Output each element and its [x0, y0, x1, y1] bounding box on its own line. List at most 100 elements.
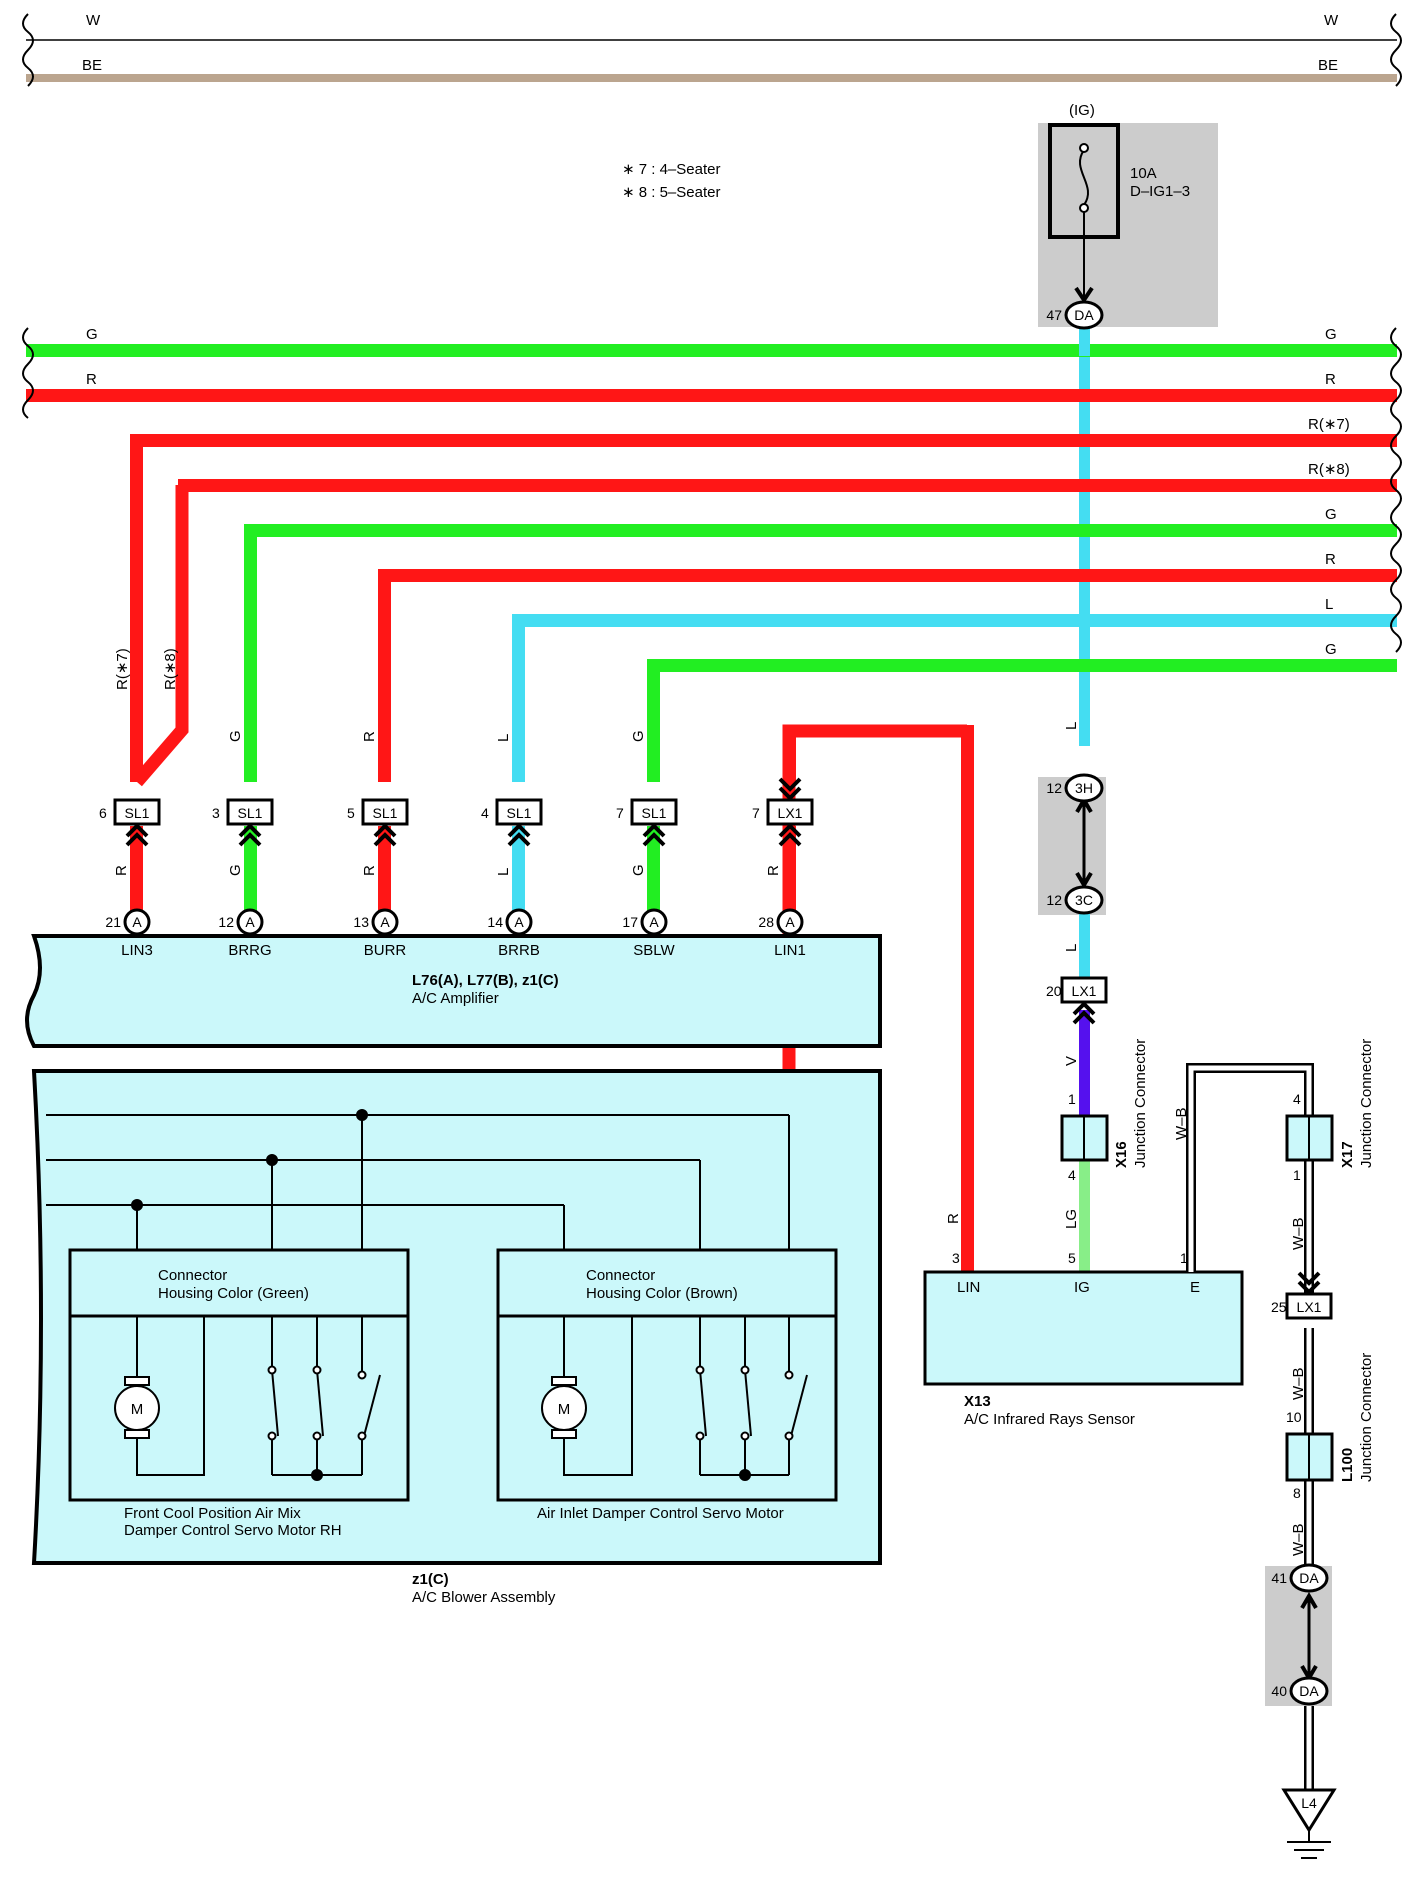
branch-brrg — [244, 524, 257, 922]
amp-pin-4: A14 — [487, 908, 533, 936]
branch-brrb — [512, 614, 525, 922]
amp-terminal-0: LIN3 — [121, 942, 153, 959]
x16-pin-bottom: 4 — [1068, 1167, 1076, 1183]
bus-g3-wire — [647, 659, 1397, 672]
label-r8: R(∗8) — [162, 648, 179, 690]
ac-blower-assembly: Connector Housing Color (Green) M — [31, 1069, 882, 1606]
connector-0-label: SL1 — [125, 805, 150, 821]
label-g3-upper: G — [630, 730, 647, 742]
ground-point-label: L4 — [1301, 1795, 1317, 1811]
fuse-amp: 10A — [1130, 165, 1157, 182]
bus-be-right-label: BE — [1318, 57, 1338, 74]
sensor-lin-wire-label: R — [945, 1213, 962, 1224]
fuse-da-connector: DA 47 — [1046, 300, 1104, 330]
servo-brown: Connector Housing Color (Brown) M — [496, 1248, 838, 1522]
ground-wb-label-3: W–B — [1290, 1367, 1307, 1400]
bus-r8-wire — [178, 479, 1397, 492]
note-5-seater: ∗ 8 : 5–Seater — [622, 184, 720, 201]
amp-pin-6-pin: 28 — [758, 914, 774, 930]
ac-amplifier: L76(A), L77(B), z1(C) A/C Amplifier — [25, 934, 882, 1048]
label-g-lower: G — [227, 864, 244, 876]
ig-upper-label: L — [1063, 722, 1080, 730]
bus-g-wire — [26, 344, 1397, 357]
ig-v-label: V — [1063, 1056, 1080, 1066]
note-4-seater: ∗ 7 : 4–Seater — [622, 161, 720, 178]
connector-4-label: SL1 — [507, 805, 532, 821]
amp-pin-0-label: A — [132, 914, 142, 930]
ground-wb-label-4: W–B — [1290, 1523, 1307, 1556]
amp-pin-3: A13 — [353, 908, 399, 936]
fuse-block: (IG) 10A D–IG1–3 — [1038, 102, 1218, 327]
amp-pin-2-label: A — [245, 914, 255, 930]
l100-pin-bottom: 8 — [1293, 1485, 1301, 1501]
l100-junction: 10 8 L100 Junction Connector — [1285, 1353, 1375, 1501]
label-g3-lower: G — [630, 864, 647, 876]
ig-lx1-connector-label: LX1 — [1072, 983, 1097, 999]
bus-r7-wire — [130, 434, 1397, 447]
bus-r2-label: R — [1325, 551, 1336, 568]
ground-da-top-connector-label: DA — [1299, 1570, 1319, 1586]
bus-g2-wire — [244, 524, 1397, 537]
amp-terminal-6: LIN1 — [774, 942, 806, 959]
motor-icon: M — [541, 1316, 633, 1476]
bus-g2-label: G — [1325, 506, 1337, 523]
amp-pin-5-label: A — [649, 914, 659, 930]
ig-lg-label: LG — [1063, 1209, 1080, 1229]
sensor-pin-lin: 3 — [952, 1250, 960, 1266]
servo-green-caption-1: Front Cool Position Air Mix — [124, 1505, 301, 1522]
amplifier-desc: A/C Amplifier — [412, 990, 499, 1007]
amp-terminal-4: BRRB — [498, 942, 540, 959]
amp-pin-3-label: A — [380, 914, 390, 930]
x16-name: X16 — [1113, 1141, 1130, 1168]
label-r-lower-1: R — [113, 865, 130, 876]
label-r-upper: R — [361, 731, 378, 742]
blower-desc: A/C Blower Assembly — [412, 1589, 556, 1606]
servo-green-header-1: Connector — [158, 1267, 227, 1284]
fuse-icon — [1078, 149, 1090, 206]
bus-g-left-label: G — [86, 326, 98, 343]
bus-g-right-label: G — [1325, 326, 1337, 343]
ig-wire-l-cross — [1079, 326, 1090, 356]
sensor-desc: A/C Infrared Rays Sensor — [964, 1411, 1135, 1428]
amp-terminal-3: BURR — [364, 942, 407, 959]
bus-be-left-label: BE — [82, 57, 102, 74]
branch-burr — [378, 569, 391, 922]
sensor-terminal-ig: IG — [1074, 1279, 1090, 1296]
sensor-pin-ig: 5 — [1068, 1250, 1076, 1266]
amp-pin-2: A12 — [218, 908, 264, 936]
ig-mid-label: L — [1063, 944, 1080, 952]
bus-w-left-label: W — [86, 12, 101, 29]
branch-lin3 — [130, 434, 189, 922]
x16-desc: Junction Connector — [1132, 1039, 1149, 1168]
bus-w-right-label: W — [1324, 12, 1339, 29]
label-l-lower: L — [495, 868, 512, 876]
label-g-upper: G — [227, 730, 244, 742]
fuse-header: (IG) — [1069, 102, 1095, 119]
amp-pin-4-label: A — [514, 914, 524, 930]
label-r7: R(∗7) — [114, 648, 131, 690]
motor-icon: M — [114, 1316, 205, 1476]
bus-r7-label: R(∗7) — [1308, 416, 1350, 433]
fuse-shade — [1038, 123, 1218, 327]
x17-desc: Junction Connector — [1358, 1039, 1375, 1168]
branch-labels: R(∗7) R(∗8) G R L G R G R L G R — [113, 648, 782, 876]
amp-pin-5: A17 — [622, 908, 668, 936]
bus-l-label: L — [1325, 596, 1333, 613]
connector-2-label: SL1 — [238, 805, 263, 821]
x17-name: X17 — [1339, 1141, 1356, 1168]
connector-5-label: SL1 — [642, 805, 667, 821]
fuse-da-connector-label: DA — [1074, 307, 1094, 323]
amplifier-name: L76(A), L77(B), z1(C) — [412, 972, 559, 989]
x17-pin-top: 4 — [1293, 1091, 1301, 1107]
fuse-da-connector-pin: 47 — [1046, 307, 1062, 323]
